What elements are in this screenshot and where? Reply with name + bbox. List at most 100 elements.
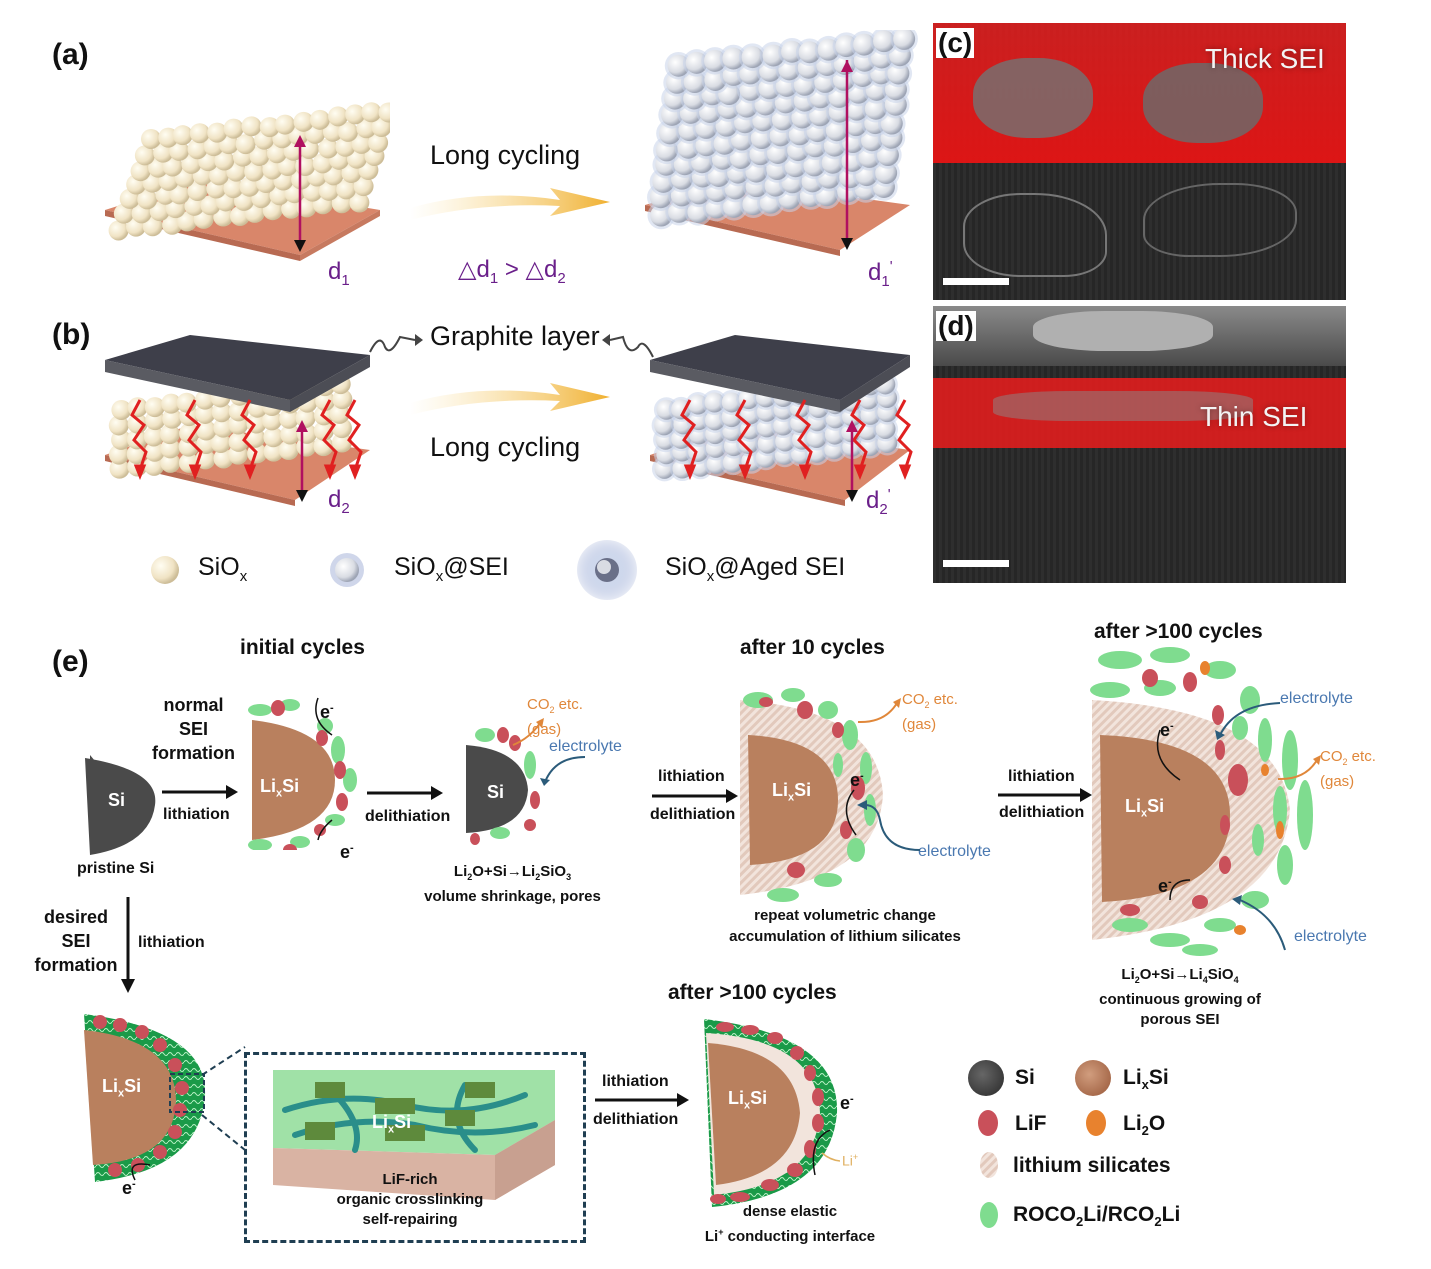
- graphite-pointer-left: [365, 322, 425, 362]
- electron-label: e-: [1160, 720, 1174, 741]
- lithiation-label: lithiation: [138, 934, 205, 952]
- lixsi-particle-icon: [1073, 1058, 1113, 1098]
- step4-caption: Li2O+Si→Li4SiO4 continuous growing ofpor…: [1080, 965, 1280, 1030]
- delta-relation: △d1 > △d2: [458, 255, 566, 287]
- thick-sei-label: Thick SEI: [1205, 43, 1325, 75]
- particle: [310, 110, 330, 130]
- particle: [173, 125, 193, 145]
- gas-label: CO2 etc.(gas): [1320, 747, 1376, 792]
- d2-label: d2: [328, 486, 350, 517]
- particle: [263, 427, 283, 447]
- panel-a-cycling-arrow: [400, 180, 620, 230]
- li2o-particle-icon: [1084, 1108, 1108, 1138]
- legend-li2o: Li2O: [1123, 1112, 1165, 1138]
- panel-b-label: (b): [52, 318, 90, 352]
- electrolyte-label: electrolyte: [1294, 928, 1367, 946]
- gas-arrow-icon: [855, 698, 905, 728]
- delithiation-label: delithiation: [999, 804, 1084, 822]
- electrolyte-arrow-icon: [1195, 700, 1285, 745]
- scale-bar: [943, 560, 1009, 567]
- lixsi-label: LixSi: [260, 776, 299, 800]
- gas-label: CO2 etc.(gas): [902, 690, 958, 735]
- li-ion-label: Li+: [842, 1152, 858, 1169]
- panel-d-label: (d): [936, 311, 976, 341]
- particle: [275, 115, 295, 135]
- header-initial-cycles: initial cycles: [240, 636, 365, 660]
- delithiation-label: delithiation: [650, 806, 735, 824]
- arrow-right-icon: [365, 783, 445, 803]
- lixsi-label: LixSi: [1125, 796, 1164, 820]
- electrolyte-arrow-icon: [855, 800, 925, 855]
- sem-particle: [1143, 183, 1297, 257]
- particle: [141, 129, 161, 149]
- panel-a-arrow-text: Long cycling: [430, 140, 580, 171]
- step3-caption: repeat volumetric changeaccumulation of …: [700, 905, 990, 947]
- lixsi-label: LixSi: [728, 1088, 767, 1112]
- siox-aged-sei-sphere-icon: [575, 538, 639, 602]
- legend-rocoli: ROCO2Li/RCO2Li: [1013, 1203, 1180, 1229]
- scale-bar: [943, 278, 1009, 285]
- electron-label: e-: [122, 1178, 136, 1199]
- panel-b-arrow-text: Long cycling: [430, 432, 580, 463]
- electron-label: e-: [320, 702, 334, 723]
- sem-particle: [963, 193, 1107, 277]
- panel-a-before-electrode: [100, 95, 390, 275]
- particle: [241, 116, 261, 136]
- lithiation-label: lithiation: [1008, 768, 1075, 786]
- electrolyte-arrow-icon: [530, 752, 590, 787]
- graphite-layer-label: Graphite layer: [430, 321, 600, 352]
- legend-lif: LiF: [1015, 1112, 1047, 1136]
- legend-siox-sei: SiOx@SEI: [394, 553, 509, 585]
- desired-sei-formation: desiredSEIformation: [28, 905, 124, 977]
- siox-sei-sphere-icon: [325, 548, 369, 592]
- panel-a-label: (a): [52, 38, 89, 72]
- legend-siox-aged-sei: SiOx@Aged SEI: [665, 553, 845, 585]
- electron-path: [897, 400, 911, 470]
- inset-lixsi-label: LixSi: [372, 1112, 411, 1136]
- panel-e-label: (e): [52, 645, 89, 679]
- step2-caption: Li2O+Si→Li2SiO3 volume shrinkage, pores: [405, 862, 620, 907]
- gas-arrow-icon: [510, 718, 550, 748]
- delithiation-label: delithiation: [365, 808, 450, 826]
- sem-image-d: Thin SEI: [933, 306, 1346, 583]
- arrow-right-icon: [650, 786, 740, 806]
- legend-lixsi: LixSi: [1123, 1066, 1169, 1092]
- header-after-10-cycles: after 10 cycles: [740, 636, 885, 660]
- d1-prime-label: d1': [868, 258, 893, 290]
- thin-sei-label: Thin SEI: [1200, 401, 1307, 433]
- electron-label: e-: [340, 842, 354, 863]
- electron-label: e-: [840, 1093, 854, 1114]
- si-particle-icon: [966, 1058, 1006, 1098]
- particle: [328, 106, 348, 126]
- arrow-right-icon: [593, 1090, 693, 1110]
- normal-sei-formation: normalSEIformation: [152, 693, 235, 765]
- delithiation-label: delithiation: [593, 1111, 678, 1129]
- electron-label: e-: [850, 770, 864, 791]
- desired-sei-particle: [80, 1010, 210, 1185]
- panel-c-label: (c): [936, 28, 974, 58]
- arrow-right-icon: [160, 782, 240, 802]
- legend-siox: SiOx: [198, 553, 247, 585]
- particle: [224, 119, 244, 139]
- sem-image-c: Thick SEI: [933, 23, 1346, 300]
- final-caption: dense elastic Li+ conducting interface: [690, 1202, 890, 1247]
- panel-b-cycling-arrow: [400, 375, 620, 425]
- legend-lithium-silicates: lithium silicates: [1013, 1154, 1171, 1178]
- siox-sphere-icon: [145, 550, 185, 590]
- lithium-silicates-icon: [978, 1150, 1000, 1180]
- electrolyte-label: electrolyte: [918, 843, 991, 861]
- electrolyte-label: electrolyte: [1280, 690, 1353, 708]
- d1-label: d1: [328, 258, 350, 289]
- lithiation-label: lithiation: [602, 1073, 669, 1091]
- d2-prime-label: d2': [866, 486, 891, 518]
- pristine-si-caption: pristine Si: [77, 860, 154, 878]
- lixsi-label: LixSi: [102, 1076, 141, 1100]
- gas-arrow-icon: [1275, 755, 1325, 785]
- lif-particle-icon: [976, 1108, 1000, 1138]
- si-label: Si: [108, 790, 125, 811]
- electrolyte-arrow-icon: [1230, 895, 1290, 955]
- lixsi-label: LixSi: [772, 780, 811, 804]
- panel-a-after-electrode: [640, 30, 920, 270]
- electron-label: e-: [1158, 876, 1172, 897]
- particle: [361, 102, 381, 122]
